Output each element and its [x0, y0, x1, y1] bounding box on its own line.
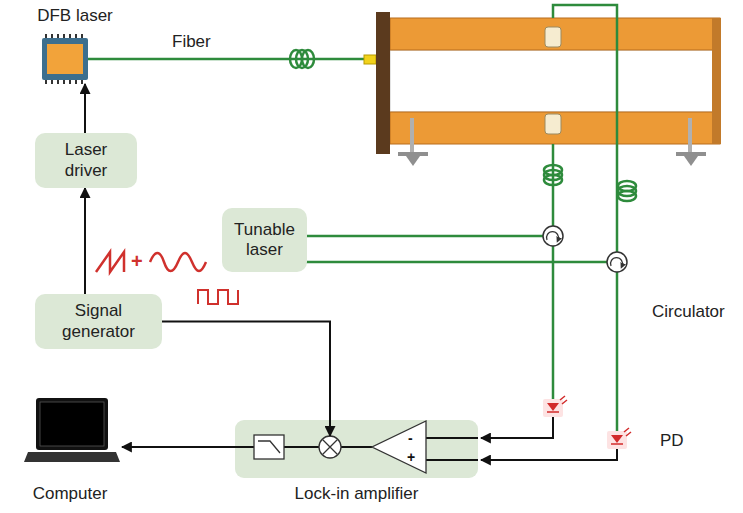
signal-arrow [122, 446, 235, 448]
support [410, 118, 414, 154]
sine-wave [150, 253, 206, 271]
sensor [545, 114, 561, 134]
process-box: Tunable laser [222, 208, 307, 272]
chip-body [42, 38, 88, 80]
mixer-cross [323, 440, 338, 455]
node-label: DFB laser [37, 6, 113, 26]
support-foot [398, 152, 428, 156]
node-label: Tunable laser [230, 220, 299, 261]
laptop-icon [24, 398, 120, 462]
fiber-coil [302, 50, 314, 68]
end-plate [712, 18, 721, 144]
pd-body [543, 399, 563, 417]
fiber-coil [544, 175, 562, 185]
square-wave [198, 290, 238, 304]
sensor [545, 27, 561, 47]
laptop-display [40, 402, 104, 446]
fiber-line [552, 246, 555, 399]
fiber-line [305, 235, 543, 238]
support [688, 118, 692, 154]
support-foot [684, 156, 698, 166]
diode-bar [547, 396, 567, 412]
signal-wire [481, 417, 617, 460]
low-pass-filter [254, 435, 284, 459]
circulator-body [543, 226, 563, 246]
label-text: Fiber [172, 32, 211, 52]
circulator-body [607, 252, 627, 272]
signal-sign: + [131, 249, 143, 273]
base-plate [376, 12, 390, 154]
process-box: Signal generator [35, 294, 162, 349]
lock-in-internals [235, 420, 478, 478]
fiber-connector [364, 55, 376, 64]
node-label: Lock-in amplifier [295, 484, 419, 504]
input-sign: + [407, 450, 415, 464]
lock-in-node: Lock-in amplifier [235, 420, 478, 504]
signal-arrow [84, 188, 86, 294]
signal-arrow [84, 84, 86, 133]
node-label: Computer [33, 484, 108, 504]
label-text: PD [660, 431, 684, 451]
part-name: Circulator [652, 302, 725, 322]
fiber-line [88, 58, 364, 61]
circulator-arrow [611, 258, 623, 266]
amplifier-symbol [372, 421, 426, 473]
fiber-line [305, 261, 607, 264]
laser-chip-node: DFB laser [25, 6, 125, 84]
process-box: Laser driver [35, 133, 137, 188]
lock-in-box [235, 420, 478, 478]
laptop-screen [36, 398, 108, 450]
inner-gap [390, 50, 714, 112]
diode-bar [611, 428, 631, 444]
circulator-symbol [543, 226, 627, 272]
signal-arrow [162, 322, 330, 437]
beam-structure [376, 12, 721, 166]
fiber [88, 50, 364, 68]
node-label: Laser driver [43, 140, 129, 181]
label-text: + [407, 450, 415, 464]
circulator-arrow [547, 232, 559, 240]
pd-body [607, 431, 627, 449]
label-text: - [408, 431, 413, 445]
fiber-line [616, 272, 619, 431]
sawtooth-wave [96, 252, 124, 272]
input-sign: - [408, 431, 413, 445]
top-beam [390, 18, 720, 50]
support-foot [406, 156, 420, 166]
pd-output [481, 417, 553, 438]
photodiode-symbol [543, 396, 631, 449]
diode [547, 403, 559, 411]
laptop-base [24, 452, 120, 462]
label-text: + [131, 249, 143, 273]
chip-die [47, 44, 83, 74]
fiber-line [553, 5, 617, 252]
mixer-symbol [319, 436, 341, 458]
sensing-fibers [305, 5, 636, 431]
pd-output [481, 449, 617, 460]
diode [611, 435, 623, 443]
part-name: Fiber [172, 32, 211, 52]
laser-chip [42, 34, 88, 84]
node-label: Signal generator [43, 301, 154, 342]
filter-symbol [258, 441, 280, 453]
part-name: PD [660, 431, 684, 451]
label-text: Circulator [652, 302, 725, 322]
bottom-beam [390, 112, 720, 144]
support-foot [676, 152, 706, 156]
computer-node: Computer [18, 394, 122, 504]
fiber-coil [618, 191, 636, 201]
